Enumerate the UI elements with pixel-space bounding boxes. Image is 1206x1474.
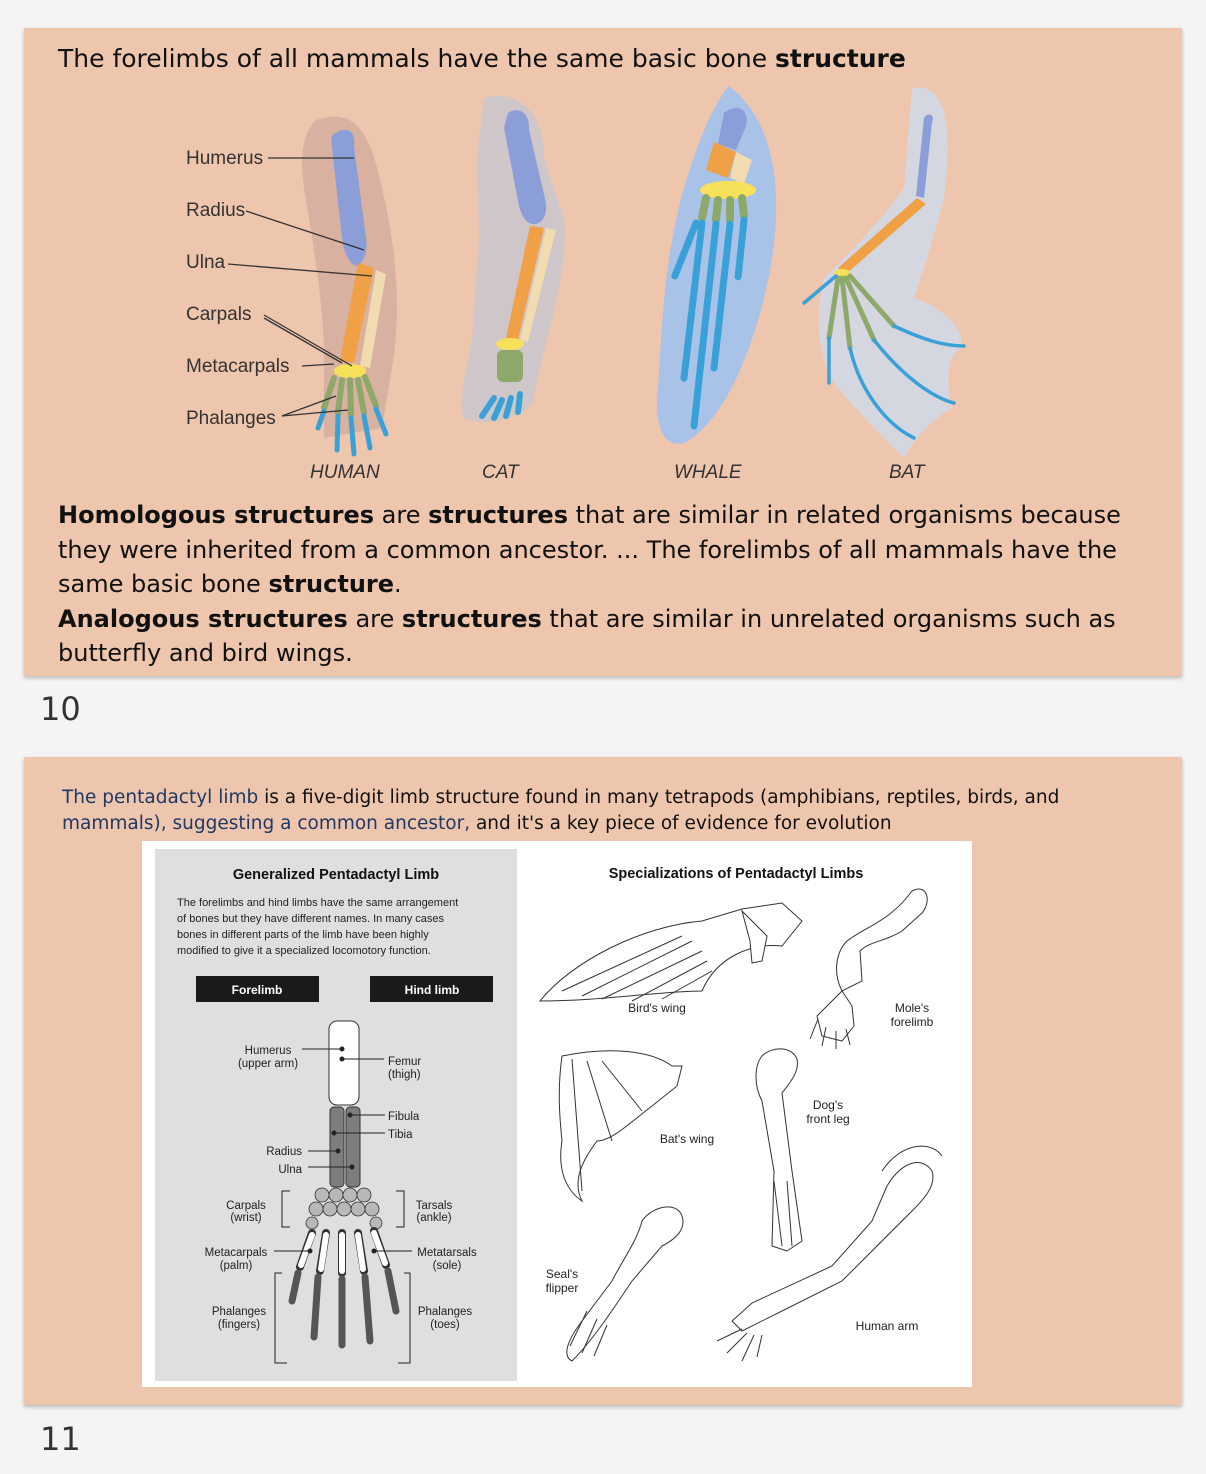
- label-phalanges: Phalanges: [186, 408, 276, 429]
- animal-label-human: HUMAN: [310, 462, 380, 483]
- svg-text:Forelimb: Forelimb: [232, 983, 283, 997]
- svg-text:forelimb: forelimb: [891, 1015, 934, 1029]
- svg-text:Seal's: Seal's: [546, 1267, 578, 1281]
- pentadactyl-figure: Generalized Pentadactyl Limb The forelim…: [142, 841, 972, 1387]
- svg-text:Phalanges: Phalanges: [212, 1306, 267, 1318]
- svg-text:Bat's wing: Bat's wing: [660, 1132, 714, 1146]
- slide-number-10: 10: [40, 690, 81, 728]
- slide-number-11: 11: [40, 1420, 81, 1458]
- svg-text:Humerus: Humerus: [245, 1045, 292, 1057]
- svg-text:(upper arm): (upper arm): [238, 1058, 298, 1070]
- svg-text:(sole): (sole): [433, 1260, 462, 1272]
- specializations-title: Specializations of Pentadactyl Limbs: [609, 866, 864, 882]
- svg-text:(wrist): (wrist): [230, 1212, 261, 1224]
- animal-label-bat: BAT: [889, 462, 926, 483]
- svg-text:Ulna: Ulna: [278, 1164, 302, 1176]
- svg-text:Tibia: Tibia: [388, 1129, 413, 1141]
- animal-label-cat: CAT: [482, 462, 520, 483]
- svg-text:Human arm: Human arm: [856, 1319, 919, 1333]
- svg-text:Femur: Femur: [388, 1056, 421, 1068]
- bat-wing-diagram: [802, 87, 966, 458]
- svg-text:Metatarsals: Metatarsals: [417, 1247, 477, 1259]
- svg-text:Hind limb: Hind limb: [405, 983, 460, 997]
- forelimb-header: [196, 976, 319, 1002]
- svg-text:Dog's: Dog's: [813, 1098, 843, 1112]
- analogous-paragraph: Analogous structures are structures that…: [58, 604, 1116, 668]
- cat-leg-diagram: [461, 96, 565, 422]
- slide-11: The pentadactyl limb is a five-digit lim…: [24, 757, 1182, 1405]
- slide-10: The forelimbs of all mammals have the sa…: [24, 28, 1182, 676]
- svg-text:(toes): (toes): [430, 1319, 460, 1331]
- svg-text:Radius: Radius: [266, 1146, 302, 1158]
- slide-intro-text: The pentadactyl limb is a five-digit lim…: [62, 787, 1060, 834]
- svg-text:modified to give it a speciali: modified to give it a specialized locomo…: [177, 945, 431, 957]
- generalized-limb-drawing: [274, 1020, 412, 1364]
- label-radius: Radius: [186, 200, 245, 221]
- whale-flipper-diagram: [657, 86, 777, 444]
- animal-label-whale: WHALE: [674, 462, 742, 483]
- svg-text:of bones but they have differe: of bones but they have different names. …: [177, 913, 445, 925]
- seals-flipper-drawing: [566, 1206, 684, 1362]
- svg-text:(thigh): (thigh): [388, 1069, 421, 1081]
- human-arm-drawing: [716, 1145, 943, 1362]
- forelimb-comparison-figure: Humerus Radius Ulna Carpals Metacarpals …: [186, 86, 966, 483]
- birds-wing-drawing: [538, 902, 803, 1002]
- homologous-paragraph: Homologous structures are structures tha…: [58, 501, 1121, 598]
- moles-forelimb-drawing: [809, 888, 928, 1049]
- label-metacarpals: Metacarpals: [186, 356, 290, 377]
- slide-body-text: Homologous structures are structures tha…: [58, 498, 1158, 671]
- svg-text:Fibula: Fibula: [388, 1111, 420, 1123]
- svg-text:flipper: flipper: [546, 1281, 579, 1295]
- svg-text:(fingers): (fingers): [218, 1319, 260, 1331]
- svg-text:Metacarpals: Metacarpals: [205, 1247, 268, 1259]
- slide-title: The forelimbs of all mammals have the sa…: [58, 44, 906, 73]
- label-humerus: Humerus: [186, 148, 263, 169]
- bats-wing-drawing: [558, 1050, 683, 1203]
- svg-text:(palm): (palm): [220, 1260, 253, 1272]
- svg-text:The forelimbs and hind limbs h: The forelimbs and hind limbs have the sa…: [177, 897, 458, 909]
- label-ulna: Ulna: [186, 252, 226, 273]
- label-carpals: Carpals: [186, 304, 251, 325]
- svg-text:front leg: front leg: [806, 1112, 849, 1126]
- dogs-front-leg-drawing: [755, 1048, 803, 1252]
- svg-text:Tarsals: Tarsals: [416, 1200, 453, 1212]
- svg-text:(ankle): (ankle): [416, 1212, 451, 1224]
- svg-text:Carpals: Carpals: [226, 1200, 266, 1212]
- generalized-title: Generalized Pentadactyl Limb: [233, 867, 439, 883]
- svg-text:Phalanges: Phalanges: [418, 1306, 473, 1318]
- svg-text:bones in different parts of th: bones in different parts of the limb hav…: [177, 929, 429, 941]
- svg-text:Mole's: Mole's: [895, 1001, 929, 1015]
- human-arm-diagram: Humerus Radius Ulna Carpals Metacarpals …: [186, 116, 397, 457]
- svg-text:Bird's wing: Bird's wing: [628, 1001, 686, 1015]
- hindlimb-header: [370, 976, 493, 1002]
